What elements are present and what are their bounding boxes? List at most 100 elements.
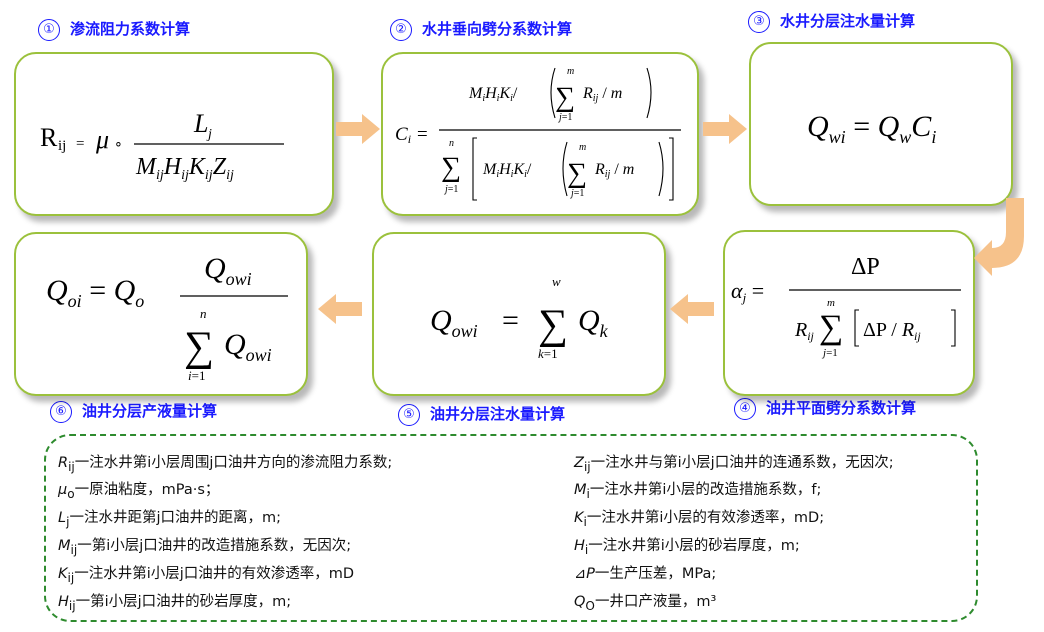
svg-text:w: w: [552, 274, 561, 289]
step-4-title: ④ 油井平面劈分系数计算: [734, 397, 916, 420]
legend-right-6: QO一井口产液量，m³: [574, 590, 716, 613]
formula-box-6: Qoi = Qo Qowi n ∑ i=1 Qowi: [14, 232, 308, 396]
svg-text:Qwi = QwCi: Qwi = QwCi: [807, 110, 936, 147]
svg-text:MijHijKijZij: MijHijKijZij: [135, 154, 234, 183]
svg-text:i=1: i=1: [188, 368, 205, 383]
svg-text:j=1: j=1: [821, 347, 838, 359]
svg-text:n: n: [200, 306, 207, 321]
step-1-number: ①: [38, 18, 60, 41]
svg-text:Rij: Rij: [794, 319, 815, 343]
legend-left-2: μo一原油粘度，mPa·s；: [58, 478, 219, 501]
formula-resistance: R ij = μ ∘ L j MijHijKijZij: [40, 109, 284, 183]
formula-oil-well-production: Qoi = Qo Qowi n ∑ i=1 Qowi: [46, 252, 288, 383]
svg-text:=: =: [76, 136, 84, 152]
svg-text:∘: ∘: [114, 137, 123, 152]
legend-right-5: ⊿P一生产压差，MPa;: [574, 562, 716, 585]
arrow-3-to-4-curved-icon: [974, 198, 1024, 276]
svg-text:L: L: [193, 109, 208, 138]
formula-water-injection-layer: Qwi = QwCi: [807, 110, 936, 147]
formula-box-1: R ij = μ ∘ L j MijHijKijZij: [14, 52, 334, 216]
svg-text:Qowi: Qowi: [430, 304, 478, 341]
legend-subscript: ij: [67, 570, 75, 585]
svg-text:k=1: k=1: [538, 346, 558, 361]
formula-box-2: Ci = MiHiKi/ m ∑ j=1 Rij / m n ∑ j=1 MiH…: [381, 52, 699, 216]
legend-symbol: H: [58, 594, 69, 610]
svg-text:αj =: αj =: [731, 278, 764, 305]
legend-symbol: R: [58, 455, 69, 471]
legend-text: 一第i小层j口油井的砂岩厚度，m;: [75, 594, 292, 610]
legend-text: 一井口产液量，m³: [594, 594, 717, 610]
legend-left-1: Rij一注水井第i小层周围j口油井方向的渗流阻力系数;: [58, 451, 392, 474]
legend-subscript: i: [586, 486, 590, 501]
legend-text: 一注水井距第j口油井的距离，m;: [69, 510, 281, 526]
svg-text:∑: ∑: [819, 309, 843, 346]
svg-text:μ: μ: [95, 125, 109, 154]
svg-text:j=1: j=1: [569, 188, 584, 199]
formula-box-5: Qowi = w ∑ k=1 Qk: [372, 232, 666, 396]
legend-subscript: j: [66, 514, 70, 529]
svg-text:j=1: j=1: [557, 112, 572, 123]
svg-text:∑: ∑: [441, 152, 461, 183]
legend-left-6: Hij一第i小层j口油井的砂岩厚度，m;: [58, 590, 291, 613]
legend-subscript: i: [584, 542, 589, 557]
svg-text:n: n: [449, 138, 454, 149]
legend-left-4: Mij一第i小层j口油井的改造措施系数，无因次;: [58, 534, 351, 557]
arrow-4-to-5-icon: [670, 294, 714, 324]
step-4-number: ④: [734, 397, 756, 420]
svg-text:j: j: [206, 127, 212, 142]
step-2-number: ②: [390, 18, 412, 41]
step-3-title: ③ 水井分层注水量计算: [748, 10, 915, 33]
svg-text:Qoi = Qo: Qoi = Qo: [46, 274, 144, 311]
legend-text: 一注水井第i小层的砂岩厚度，m;: [588, 538, 800, 554]
legend-symbol: ⊿P: [574, 566, 595, 582]
step-3-number: ③: [748, 10, 770, 33]
legend-subscript: ij: [70, 542, 78, 557]
legend-symbol: L: [58, 510, 67, 526]
step-5-number: ⑤: [398, 403, 420, 426]
step-3-label: 水井分层注水量计算: [780, 12, 916, 30]
legend-subscript: O: [585, 598, 595, 613]
svg-text:m: m: [827, 297, 835, 309]
svg-text:Qk: Qk: [578, 304, 609, 341]
legend-subscript: ij: [583, 459, 591, 474]
arrow-1-to-2-icon: [336, 114, 380, 144]
svg-text:∑: ∑: [538, 302, 568, 348]
svg-text:Qowi: Qowi: [224, 328, 272, 365]
step-4-label: 油井平面劈分系数计算: [766, 399, 917, 417]
svg-text:Ci =: Ci =: [395, 124, 429, 146]
legend-symbol: μ: [58, 482, 68, 498]
legend-left-3: Lj一注水井距第j口油井的距离，m;: [58, 506, 281, 529]
svg-text:ij: ij: [58, 138, 66, 154]
legend-right-3: Ki一注水井第i小层的有效渗透率，mD;: [574, 506, 824, 529]
svg-text:Rij / m: Rij / m: [594, 161, 634, 180]
svg-text:∑: ∑: [184, 324, 214, 370]
svg-text:MiHiKi/: MiHiKi/: [482, 161, 532, 180]
svg-text:∑: ∑: [555, 82, 575, 113]
legend-symbol: H: [574, 538, 585, 554]
legend-text: 一注水井第i小层的有效渗透率，mD;: [586, 510, 825, 526]
legend-subscript: i: [583, 514, 587, 529]
legend-left-5: Kij一注水井第i小层j口油井的有效渗透率，mD: [58, 562, 354, 585]
svg-text:R: R: [40, 123, 58, 152]
svg-text:ΔP: ΔP: [851, 254, 880, 280]
legend-subscript: ij: [68, 459, 75, 474]
arrow-2-to-3-icon: [703, 114, 747, 144]
formula-vertical-split: Ci = MiHiKi/ m ∑ j=1 Rij / m n ∑ j=1 MiH…: [395, 66, 681, 201]
formula-box-4: αj = ΔP m Rij ∑ j=1 ΔP / Rij: [723, 230, 975, 396]
legend-symbol: Z: [574, 455, 584, 471]
svg-text:Rij / m: Rij / m: [582, 85, 622, 104]
svg-text:m: m: [579, 142, 586, 153]
svg-text:MiHiKi/: MiHiKi/: [468, 85, 518, 104]
formula-oil-well-injection: Qowi = w ∑ k=1 Qk: [430, 274, 609, 361]
step-1-title: ① 渗流阻力系数计算: [38, 18, 190, 41]
legend-subscript: ij: [68, 598, 76, 613]
legend-panel: [44, 434, 978, 622]
step-6-number: ⑥: [50, 400, 72, 423]
svg-text:j=1: j=1: [443, 184, 458, 195]
legend-right-4: Hi一注水井第i小层的砂岩厚度，m;: [574, 534, 800, 557]
step-1-label: 渗流阻力系数计算: [70, 20, 191, 38]
legend-subscript: o: [67, 486, 75, 501]
svg-text:m: m: [567, 66, 574, 77]
